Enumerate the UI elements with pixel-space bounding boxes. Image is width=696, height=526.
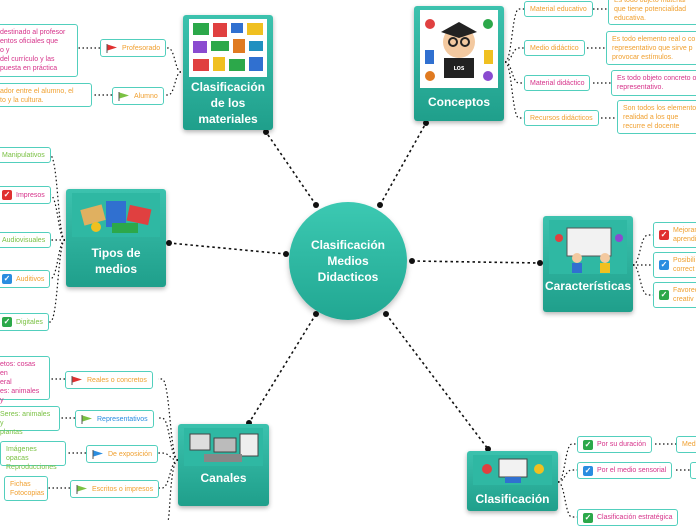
topic-title: Clasificación de los materiales	[190, 80, 266, 126]
media-devices-icon	[72, 193, 160, 237]
note-por-el-medio-sensorial[interactable]	[690, 462, 696, 479]
subtopic-reales-concretos[interactable]: Reales o concretos	[65, 371, 153, 389]
subtopic-label: Alumno	[134, 92, 158, 100]
subtopic-label: Mejoran aprendi	[673, 227, 696, 243]
teacher-board-icon	[549, 220, 627, 274]
subtopic-material-didactico[interactable]: Material didáctico	[524, 75, 591, 91]
green-flag-icon	[118, 91, 129, 101]
subtopic-label: Por el medio sensorial	[597, 467, 667, 474]
subtopic-medio-didactico[interactable]: Medio didáctico	[524, 40, 585, 56]
subtopic-label: Audiovisuales	[2, 236, 46, 244]
central-topic-title: Clasificación Medios Didacticos	[310, 238, 386, 284]
note-reales-concretos[interactable]: etos: cosas en eral es: animales y tas	[0, 356, 50, 413]
subtopic-auditivos[interactable]: ✓ Auditivos	[0, 270, 51, 288]
subtopic-label: Clasificación estratégica	[597, 514, 673, 521]
checkbox-icon: ✓	[583, 465, 593, 476]
subtopic-label: Material didáctico	[530, 79, 585, 87]
note-escritos-impresos[interactable]: Fichas Fotocopias	[4, 476, 48, 501]
red-flag-icon	[106, 43, 117, 53]
school-supplies-icon	[189, 19, 267, 77]
subtopic-audiovisuales[interactable]: Audiovisuales	[0, 232, 52, 248]
subtopic-clasificacion-estrategica[interactable]: ✓ Clasificación estratégica	[577, 509, 679, 526]
subtopic-label: De exposición	[108, 450, 152, 458]
subtopic-label: Escritos o impresos	[92, 485, 154, 493]
central-topic[interactable]: Clasificación Medios Didacticos	[289, 202, 407, 320]
student-icon: LOS	[420, 10, 498, 88]
checkbox-icon: ✓	[2, 274, 12, 284]
topic-title: Tipos de medios	[91, 246, 141, 276]
note-por-su-duracion[interactable]: Medi	[676, 436, 696, 453]
topic-title: Conceptos	[427, 95, 490, 109]
subtopic-label: Por su duración	[597, 441, 647, 448]
checkbox-icon: ✓	[2, 317, 12, 327]
checkbox-icon: ✓	[659, 230, 669, 240]
subtopic-label: Posibili correct	[673, 257, 696, 273]
subtopic-mejoran[interactable]: ✓ Mejoran aprendi	[653, 222, 696, 248]
checkbox-icon: ✓	[2, 190, 12, 200]
topic-conceptos[interactable]: LOS Conceptos	[414, 6, 504, 121]
subtopic-digitales[interactable]: ✓ Digitales	[0, 313, 49, 331]
subtopic-favorecen[interactable]: ✓ Favorec creativ	[653, 282, 696, 308]
subtopic-por-el-medio-sensorial[interactable]: ✓ Por el medio sensorial	[577, 462, 673, 479]
subtopic-label: Representativos	[97, 415, 148, 423]
topic-tipos-de-medios[interactable]: Tipos de medios	[66, 189, 166, 287]
projector-icon	[184, 428, 263, 466]
checkbox-icon: ✓	[583, 439, 593, 450]
subtopic-material-educativo[interactable]: Material educativo	[524, 1, 593, 17]
subtopic-escritos-impresos[interactable]: Escritos o impresos	[70, 480, 160, 498]
green-flag-icon	[76, 484, 87, 494]
subtopic-alumno[interactable]: Alumno	[112, 87, 164, 105]
note-alumno[interactable]: ador entre el alumno, el to y la cultura…	[0, 83, 92, 107]
subtopic-recursos-didacticos[interactable]: Recursos didácticos	[524, 110, 599, 126]
subtopic-de-exposicion[interactable]: De exposición	[86, 445, 158, 463]
svg-text:LOS: LOS	[454, 66, 465, 72]
checkbox-icon: ✓	[583, 512, 593, 523]
subtopic-label: Material educativo	[530, 5, 587, 13]
red-flag-icon	[71, 375, 82, 385]
subtopic-manipulativos[interactable]: Manipulativos	[0, 147, 51, 163]
subtopic-impresos[interactable]: ✓ Impresos	[0, 186, 51, 204]
note-material-didactico[interactable]: Es todo objeto concreto o representativo…	[611, 70, 696, 96]
subtopic-label: Profesorado	[122, 44, 161, 52]
note-material-educativo[interactable]: Es todo objeto material que tiene potenc…	[608, 0, 696, 25]
topic-title: Clasificación	[475, 492, 550, 506]
classroom-icon	[473, 455, 552, 485]
green-flag-icon	[81, 414, 92, 424]
subtopic-label: Favorec creativ	[673, 287, 696, 303]
subtopic-label: Manipulativos	[2, 151, 45, 159]
subtopic-label: Auditivos	[16, 275, 45, 283]
subtopic-label: Medio didáctico	[530, 44, 579, 52]
topic-clasificacion-materiales[interactable]: Clasificación de los materiales	[183, 15, 273, 130]
checkbox-icon: ✓	[659, 260, 669, 270]
subtopic-label: Reales o concretos	[87, 376, 147, 384]
note-recursos-didacticos[interactable]: Son todos los elemento realidad a los qu…	[617, 100, 696, 134]
topic-canales[interactable]: Canales	[178, 424, 269, 506]
subtopic-label: Impresos	[16, 191, 45, 199]
blue-flag-icon	[92, 449, 103, 459]
topic-caracteristicas[interactable]: Características	[543, 216, 633, 312]
subtopic-label: Recursos didácticos	[530, 114, 593, 122]
note-medio-didactico[interactable]: Es todo elemento real o co representativ…	[606, 31, 696, 65]
note-de-exposicion[interactable]: Imágenes opacas Reproducciones	[0, 441, 66, 471]
topic-clasificacion[interactable]: Clasificación	[467, 451, 558, 511]
subtopic-label: Digitales	[16, 318, 43, 326]
checkbox-icon: ✓	[659, 290, 669, 300]
subtopic-representativos[interactable]: Representativos	[75, 410, 154, 428]
subtopic-posibilitan[interactable]: ✓ Posibili correct	[653, 252, 696, 278]
subtopic-por-su-duracion[interactable]: ✓ Por su duración	[577, 436, 653, 453]
note-representativos[interactable]: Seres: animales y plantas	[0, 406, 60, 436]
subtopic-profesorado[interactable]: Profesorado	[100, 39, 167, 57]
note-profesorado[interactable]: destinado al profesor entos oficiales qu…	[0, 24, 78, 77]
topic-title: Características	[544, 279, 632, 293]
topic-title: Canales	[200, 471, 247, 485]
